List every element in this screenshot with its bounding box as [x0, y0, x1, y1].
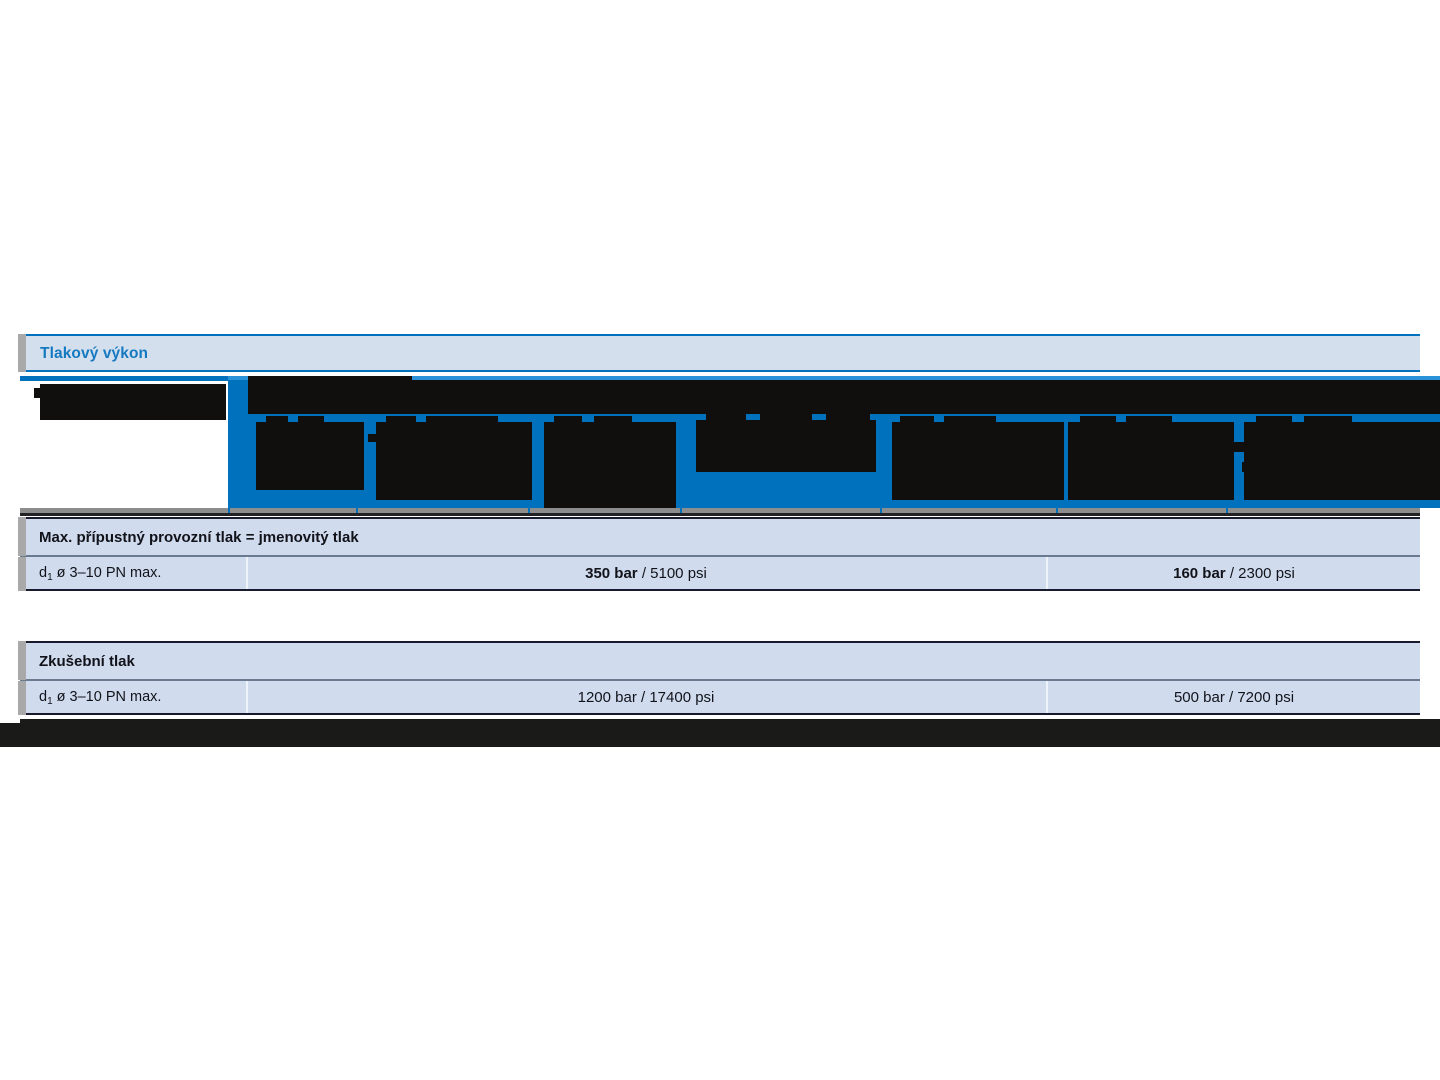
redaction-header-strip	[248, 380, 1440, 414]
redaction-col-6-header	[1068, 422, 1234, 500]
redaction-col-2-header-tick	[368, 434, 382, 442]
redaction-col-3-header	[544, 422, 676, 512]
redaction-col-6-header-tick	[1232, 442, 1244, 452]
column-ruler-underline	[20, 513, 1420, 516]
row-left-tab	[18, 557, 26, 591]
column-divider	[1046, 681, 1048, 713]
page-title: Tlakový výkon	[40, 345, 149, 362]
redaction-col-3-header-top2	[594, 416, 632, 424]
row-left-tab	[18, 681, 26, 715]
row-label-symbol: d	[39, 565, 48, 581]
redaction-col-7-header-top2	[1304, 416, 1352, 424]
row-label-range: ø 3–10 PN max.	[52, 565, 162, 581]
column-divider	[246, 681, 248, 713]
cell-pressure-secondary-psi: / 2300 psi	[1225, 565, 1295, 582]
redaction-col-0-header-tab	[34, 388, 46, 398]
redaction-col-2-header	[376, 422, 532, 500]
redaction-col-5-header-top2	[944, 416, 996, 424]
row-label-range: ø 3–10 PN max.	[52, 689, 162, 705]
section-max-working-pressure: Max. přípustný provozní tlak = jmenovitý…	[18, 517, 1420, 591]
row-label-diameter: d1 ø 3–10 PN max.	[39, 565, 162, 583]
section-title: Max. přípustný provozní tlak = jmenovitý…	[39, 529, 359, 546]
tick-mark	[1056, 508, 1058, 515]
title-band-left-tab	[18, 334, 26, 372]
cell-test-pressure-primary-psi: 1200 bar / 17400 psi	[577, 689, 715, 706]
pressure-performance-title-band: Tlakový výkon	[18, 334, 1420, 372]
redaction-col-5-header	[892, 422, 1064, 500]
cell-pressure-secondary: 160 bar / 2300 psi	[1048, 565, 1420, 582]
section-header-test-pressure: Zkušební tlak	[18, 641, 1420, 680]
cell-test-pressure-secondary: 500 bar / 7200 psi	[1048, 689, 1420, 706]
redaction-right-overflow	[1420, 422, 1440, 500]
redaction-col-3-header-tick	[550, 452, 560, 460]
column-divider	[246, 557, 248, 589]
redaction-col-4-header	[696, 420, 876, 472]
redaction-col-5-header-top	[900, 416, 934, 424]
redaction-col-4-header-top	[706, 414, 746, 422]
redaction-col-1-header-top2	[298, 416, 324, 424]
column-divider	[1046, 557, 1048, 589]
redaction-col-2-header-top2	[426, 416, 498, 424]
table-row: d1 ø 3–10 PN max. 350 bar / 5100 psi 160…	[18, 556, 1420, 591]
redaction-header-strip-upper	[248, 376, 412, 384]
tick-mark	[880, 508, 882, 515]
row-label-diameter: d1 ø 3–10 PN max.	[39, 689, 162, 707]
redaction-col-7-header	[1244, 422, 1440, 500]
cell-test-pressure-secondary-psi: 500 bar / 7200 psi	[1173, 689, 1295, 706]
tick-mark	[1226, 508, 1228, 515]
redaction-col-4-header-top2	[760, 414, 812, 422]
section-header-left-tab	[18, 517, 26, 556]
redaction-col-7-header-top	[1256, 416, 1292, 424]
section-header-left-tab	[18, 641, 26, 680]
pressure-performance-block: Tlakový výkon	[18, 334, 1440, 516]
row-label-symbol: d	[39, 689, 48, 705]
cell-pressure-primary-psi: / 5100 psi	[637, 565, 707, 582]
cell-pressure-primary-bar: 350 bar	[585, 565, 638, 582]
column-header-highlight	[228, 376, 1440, 380]
tick-mark	[680, 508, 682, 515]
redaction-col-3-header-top	[554, 416, 582, 424]
section-test-pressure: Zkušební tlak d1 ø 3–10 PN max. 1200 bar…	[18, 641, 1420, 715]
tick-mark	[356, 508, 358, 515]
redaction-col-1-header	[256, 422, 364, 490]
redaction-col-7-header-tick	[1242, 462, 1256, 472]
tick-mark	[228, 508, 230, 515]
section-title: Zkušební tlak	[39, 653, 135, 670]
cell-pressure-secondary-bar: 160 bar	[1173, 565, 1226, 582]
redaction-col-2-header-top	[386, 416, 416, 424]
redaction-col-0-header	[40, 384, 226, 420]
row-label-subscript: 1	[47, 696, 53, 707]
redaction-col-6-header-top2	[1126, 416, 1172, 424]
cell-test-pressure-primary: 1200 bar / 17400 psi	[246, 689, 1046, 706]
row-label-subscript: 1	[47, 572, 53, 583]
redaction-col-1-header-top	[266, 416, 288, 424]
column-tick-ruler	[20, 508, 1420, 515]
cell-pressure-primary: 350 bar / 5100 psi	[246, 565, 1046, 582]
table-row: d1 ø 3–10 PN max. 1200 bar / 17400 psi 5…	[18, 680, 1420, 715]
section-header-max-working-pressure: Max. přípustný provozní tlak = jmenovitý…	[18, 517, 1420, 556]
tick-mark	[528, 508, 530, 515]
redaction-bottom-notch	[20, 719, 1440, 723]
redaction-bottom-bar	[0, 723, 1440, 747]
redaction-col-6-header-top	[1080, 416, 1116, 424]
redaction-col-4-header-top3	[826, 414, 870, 422]
